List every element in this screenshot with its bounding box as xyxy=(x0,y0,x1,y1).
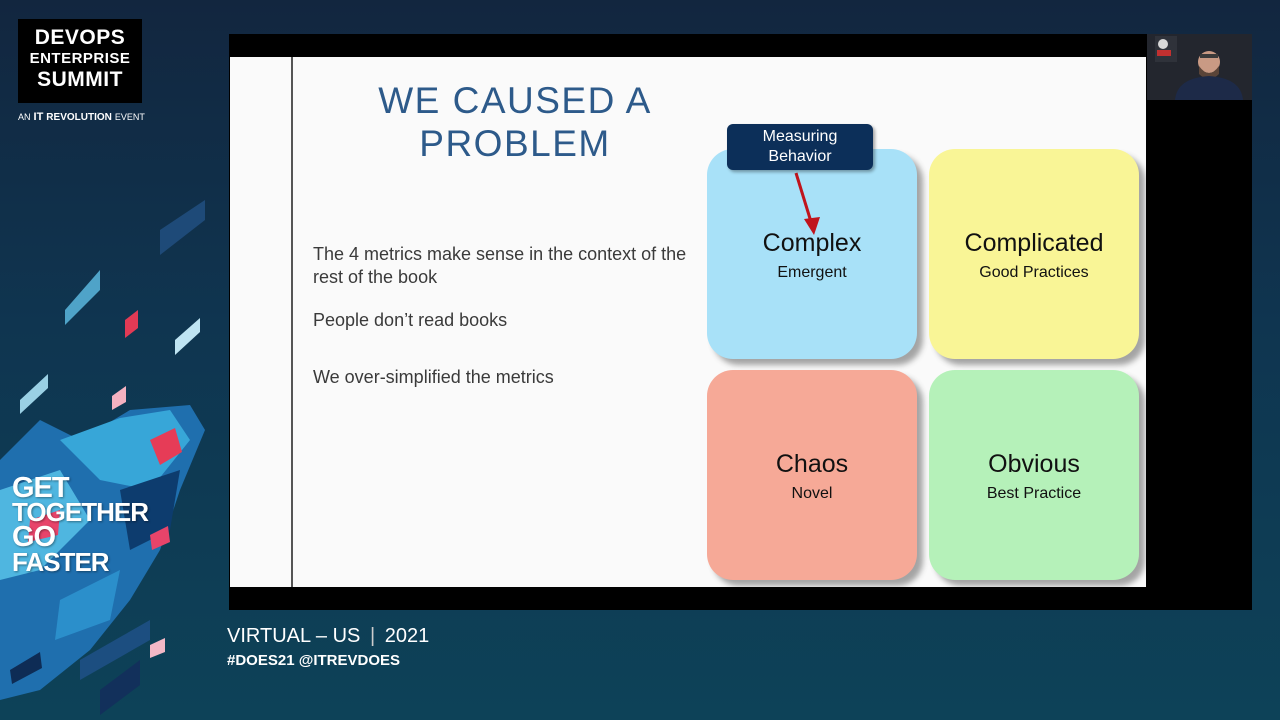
speaker-video-feed xyxy=(1147,34,1252,100)
brand-line-2: ENTERPRISE xyxy=(29,50,131,67)
quadrant-subtitle: Good Practices xyxy=(979,264,1089,281)
quadrant-complicated: Complicated Good Practices xyxy=(929,149,1139,359)
quadrant-subtitle: Emergent xyxy=(777,264,847,281)
bullet-item: We over-simplified the metrics xyxy=(313,367,554,387)
quadrant-title: Obvious xyxy=(988,450,1080,478)
slide-title-line-1: WE CAUSED A xyxy=(378,80,652,121)
quadrant-title: Complicated xyxy=(964,229,1104,257)
event-separator: | xyxy=(369,625,376,647)
callout-line-2: Behavior xyxy=(768,148,832,165)
video-frame: WE CAUSED A PROBLEM The 4 metrics make s… xyxy=(229,34,1252,610)
organizer-prefix: AN xyxy=(18,112,31,122)
slogan-line-2: TOGETHER xyxy=(12,497,149,528)
brand-line-1: DEVOPS xyxy=(34,26,126,49)
quadrant-subtitle: Best Practice xyxy=(986,485,1082,502)
quadrant-subtitle: Novel xyxy=(791,485,833,502)
bullet-item: The 4 metrics make sense in the context … xyxy=(313,244,687,287)
slogan-line-3: GO xyxy=(12,521,56,554)
it-revolution-logo: IT xyxy=(33,111,44,123)
quadrant-title: Chaos xyxy=(775,450,849,478)
slide-title: WE CAUSED A PROBLEM xyxy=(335,79,695,165)
quadrant-obvious: Obvious Best Practice xyxy=(929,370,1139,580)
slogan-line-4: FASTER xyxy=(12,546,110,577)
organizer-name: REVOLUTION xyxy=(46,111,112,123)
slide-bullets: The 4 metrics make sense in the context … xyxy=(313,243,693,389)
organizer-tagline: AN IT REVOLUTION EVENT xyxy=(18,111,158,123)
summit-logo: DEVOPS ENTERPRISE SUMMIT xyxy=(18,19,142,103)
speaker-webcam xyxy=(1147,34,1252,100)
quadrant-complex: Complex Emergent xyxy=(707,149,917,359)
event-slogan: GET TOGETHER GO FASTER xyxy=(12,472,149,577)
quadrant-chaos: Chaos Novel xyxy=(707,370,917,580)
callout-line-1: Measuring xyxy=(762,128,838,145)
bullet-item: People don’t read books xyxy=(313,310,508,330)
presentation-slide: WE CAUSED A PROBLEM The 4 metrics make s… xyxy=(230,57,1146,587)
slide-title-line-2: PROBLEM xyxy=(419,123,611,164)
quadrant-title: Complex xyxy=(762,229,862,257)
event-hashtags: #DOES21 @ITREVDOES xyxy=(227,652,401,669)
slide-divider xyxy=(291,57,293,587)
slogan-line-1: GET xyxy=(12,472,70,504)
measuring-behavior-callout: Measuring Behavior xyxy=(727,124,873,170)
callout-arrow-icon xyxy=(794,172,820,235)
event-edition: VIRTUAL – US | 2021 xyxy=(227,625,429,648)
organizer-suffix: EVENT xyxy=(114,112,145,122)
decorative-shards xyxy=(0,200,205,715)
brand-line-3: SUMMIT xyxy=(37,68,123,91)
event-year: 2021 xyxy=(384,625,430,647)
event-name: VIRTUAL – US xyxy=(227,625,361,647)
